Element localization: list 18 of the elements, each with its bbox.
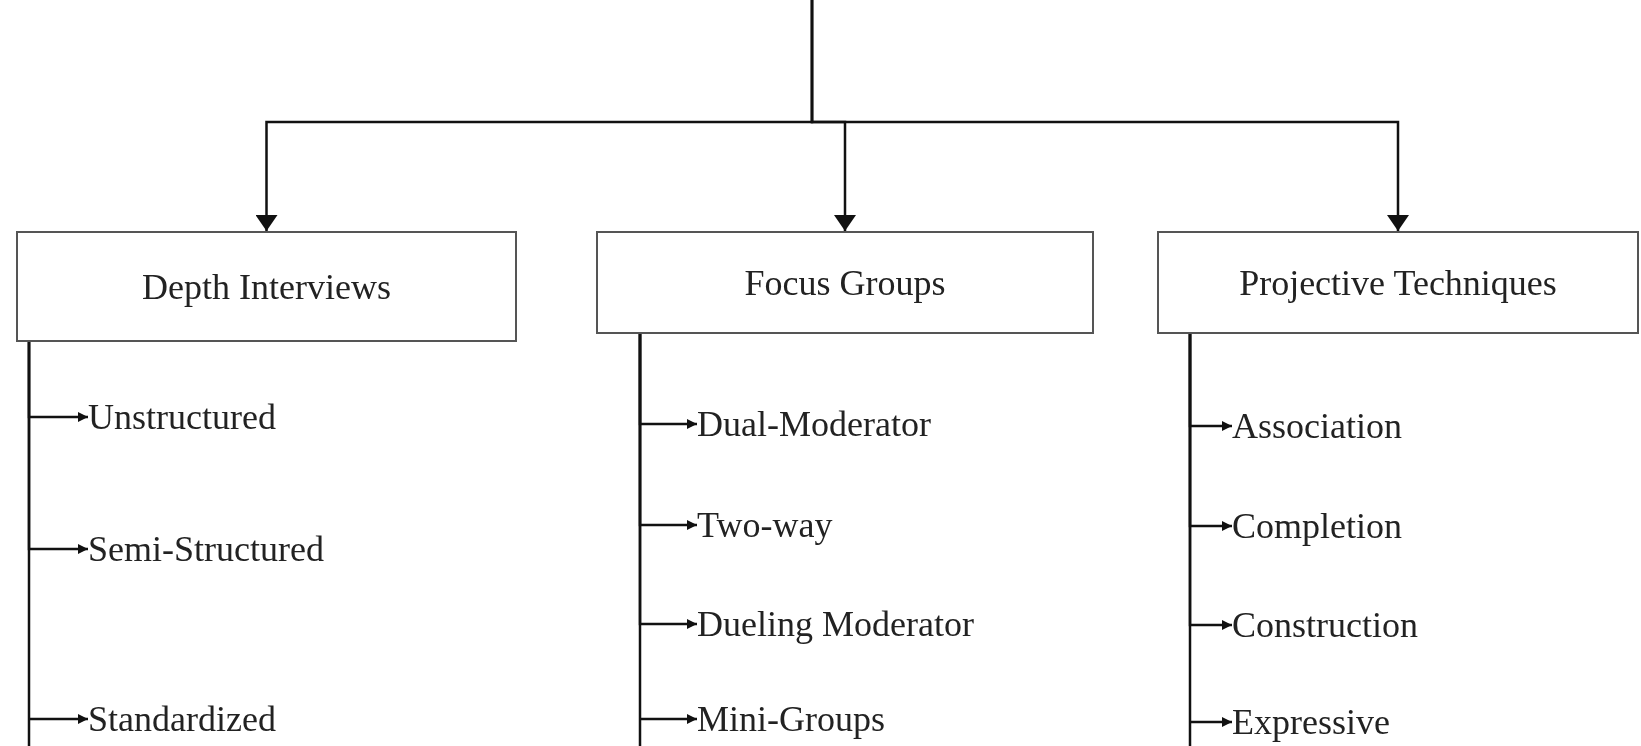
category-box: Depth Interviews [16, 231, 517, 342]
subtype-label: Semi-Structured [88, 527, 324, 571]
subtype-label: Unstructured [88, 395, 276, 439]
arrow [27, 340, 90, 746]
subtype-label: Two-way [697, 503, 833, 547]
category-box: Projective Techniques [1157, 231, 1639, 334]
arrow [638, 332, 699, 746]
subtype-label: Standardized [88, 697, 276, 741]
subtype-label: Dual-Moderator [697, 402, 931, 446]
subtype-label: Completion [1232, 504, 1402, 548]
subtype-label: Dueling Moderator [697, 602, 974, 646]
subtype-label: Association [1232, 404, 1402, 448]
arrow [1188, 332, 1234, 746]
subtype-label: Construction [1232, 603, 1418, 647]
subtype-label: Expressive [1232, 700, 1390, 744]
subtype-label: Mini-Groups [697, 697, 885, 741]
arrow [810, 0, 1406, 231]
category-box: Focus Groups [596, 231, 1094, 334]
